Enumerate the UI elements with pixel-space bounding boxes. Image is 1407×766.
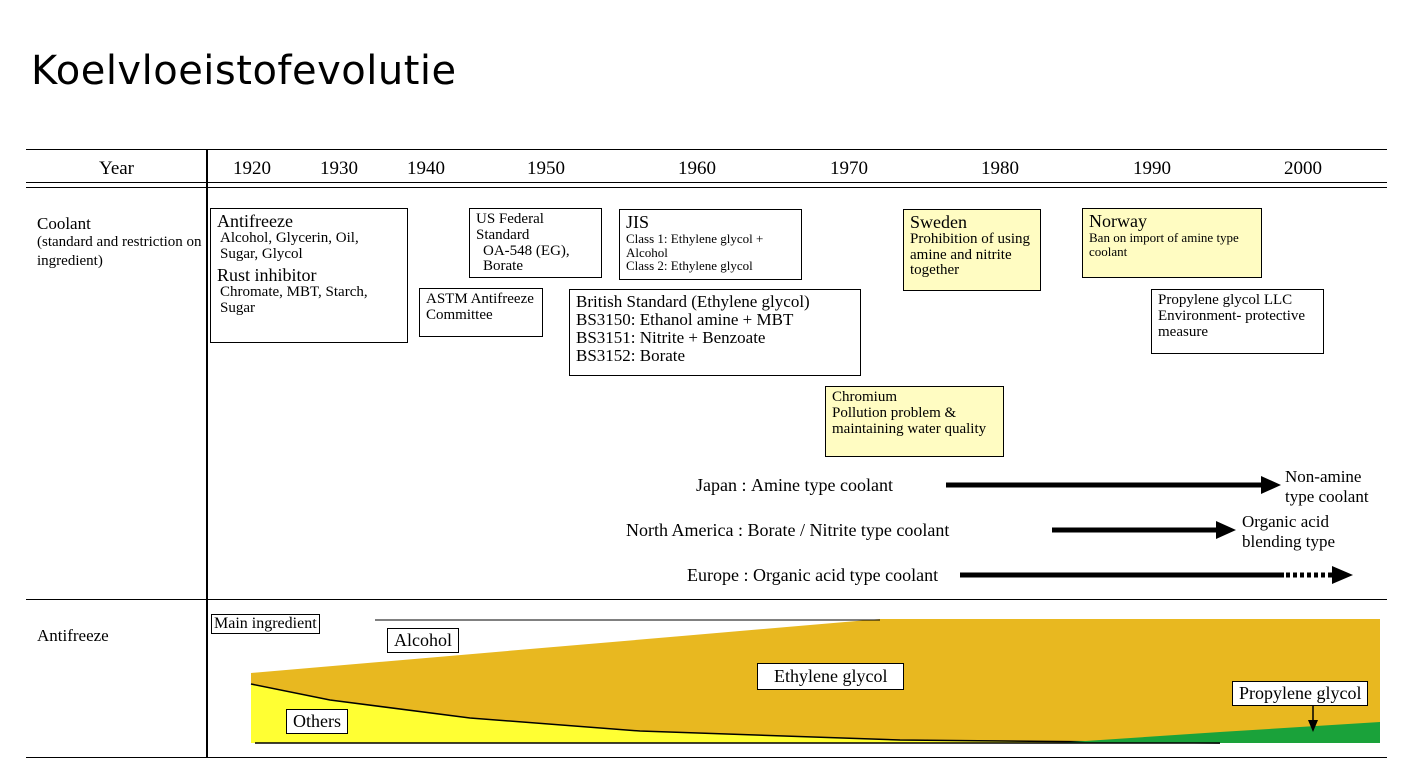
japan-trend-label: Japan : Amine type coolant — [696, 475, 893, 495]
table-top-rule — [26, 149, 1387, 150]
others-boundary — [250, 683, 1221, 744]
box-heading: JIS — [626, 212, 650, 232]
box-line: Pollution problem & — [832, 404, 957, 421]
astm-box: ASTM Antifreeze Committee — [419, 288, 543, 337]
europe-arrow-head — [1332, 566, 1353, 584]
propylene-pointer-head — [1308, 720, 1318, 732]
box-line: together — [910, 262, 960, 279]
header-rule-2 — [26, 187, 1387, 188]
box-line: Prohibition of using — [910, 230, 1031, 247]
box-line: Borate — [483, 258, 523, 275]
end-label-line: blending type — [1242, 532, 1336, 551]
table-bottom-rule — [26, 757, 1387, 758]
chromium-box: Chromium Pollution problem & maintaining… — [825, 386, 1004, 457]
year-tick: 1920 — [233, 158, 271, 179]
japan-trend-end-label: Non-amine type coolant — [1285, 467, 1369, 507]
japan-arrow-head — [1261, 476, 1281, 494]
box-line: Committee — [426, 306, 493, 323]
box-line: Sugar, Glycol — [220, 245, 303, 262]
others-label: Others — [286, 709, 348, 734]
box-heading: Rust inhibitor — [217, 265, 317, 286]
box-line: BS3151: Nitrite + Benzoate — [576, 327, 766, 347]
year-tick: 1960 — [678, 158, 716, 179]
norway-box: Norway Ban on import of amine type coola… — [1082, 208, 1262, 278]
box-line: Class 1: Ethylene glycol + Alcohol — [626, 230, 764, 260]
box-heading: Norway — [1089, 211, 1147, 231]
propylene-glycol-label: Propylene glycol — [1232, 681, 1369, 706]
box-line: British Standard (Ethylene glycol) — [576, 292, 810, 311]
north-america-arrow-head — [1216, 521, 1236, 539]
box-line: BS3152: Borate — [576, 345, 686, 365]
box-line: amine and nitrite — [910, 246, 1012, 263]
year-header-label: Year — [99, 158, 135, 179]
year-tick: 1950 — [527, 158, 565, 179]
page-title: Koelvloeistofevolutie — [31, 48, 457, 94]
box-line: measure — [1158, 323, 1208, 340]
coolant-row-label: Coolant (standard and restriction on ing… — [37, 214, 205, 271]
end-label-line: Organic acid — [1242, 512, 1330, 531]
north-america-trend-end-label: Organic acid blending type — [1242, 512, 1335, 552]
north-america-trend-label: North America : Borate / Nitrite type co… — [626, 520, 950, 540]
year-tick: 1940 — [407, 158, 445, 179]
others-area — [251, 684, 1380, 743]
box-line: Alcohol, Glycerin, Oil, — [220, 229, 359, 246]
coolant-sublabel: (standard and restriction on ingredient) — [37, 234, 202, 269]
box-line: BS3150: Ethanol amine + MBT — [576, 309, 794, 329]
label-column-divider — [206, 149, 208, 757]
box-line: Ban on import of amine type — [1089, 229, 1239, 245]
box-line: ASTM Antifreeze — [426, 291, 534, 307]
box-line: OA-548 (EG), — [483, 242, 570, 259]
alcohol-label: Alcohol — [387, 628, 459, 653]
box-line: Chromium — [832, 389, 898, 405]
box-line: Sugar — [220, 300, 255, 317]
year-tick: 1990 — [1133, 158, 1171, 179]
box-line: US Federal Standard — [476, 211, 544, 243]
main-ingredient-label: Main ingredient — [211, 614, 320, 634]
propylene-glycol-area — [1055, 722, 1380, 743]
box-heading: Antifreeze — [217, 211, 293, 231]
british-standard-box: British Standard (Ethylene glycol) BS315… — [569, 289, 861, 376]
sweden-box: Sweden Prohibition of using amine and ni… — [903, 209, 1041, 291]
us-federal-standard-box: US Federal Standard OA-548 (EG), Borate — [469, 208, 602, 278]
ethylene-glycol-label: Ethylene glycol — [757, 663, 905, 690]
header-rule-1 — [26, 182, 1387, 183]
box-line: maintaining water quality — [832, 420, 987, 437]
row-divider — [26, 599, 1387, 600]
year-tick: 1980 — [981, 158, 1019, 179]
coolant-label: Coolant — [37, 214, 91, 233]
year-tick: 1930 — [320, 158, 358, 179]
box-heading: Sweden — [910, 212, 967, 232]
box-line: Class 2: Ethylene glycol — [626, 258, 753, 274]
box-line: Chromate, MBT, Starch, — [220, 284, 368, 301]
box-line: Propylene glycol LLC — [1158, 292, 1293, 308]
year-tick: 1970 — [830, 158, 868, 179]
jis-box: JIS Class 1: Ethylene glycol + Alcohol C… — [619, 209, 802, 280]
propylene-glycol-llc-box: Propylene glycol LLC Environment- protec… — [1151, 289, 1324, 354]
year-tick: 2000 — [1284, 158, 1322, 179]
end-label-line: type coolant — [1285, 487, 1369, 506]
antifreeze-box: Antifreeze Alcohol, Glycerin, Oil, Sugar… — [210, 208, 408, 343]
box-line: coolant — [1089, 243, 1128, 259]
end-label-line: Non-amine — [1285, 467, 1362, 486]
box-line: Environment- protective — [1158, 307, 1306, 324]
antifreeze-row-label: Antifreeze — [37, 626, 109, 645]
europe-trend-label: Europe : Organic acid type coolant — [687, 565, 939, 585]
